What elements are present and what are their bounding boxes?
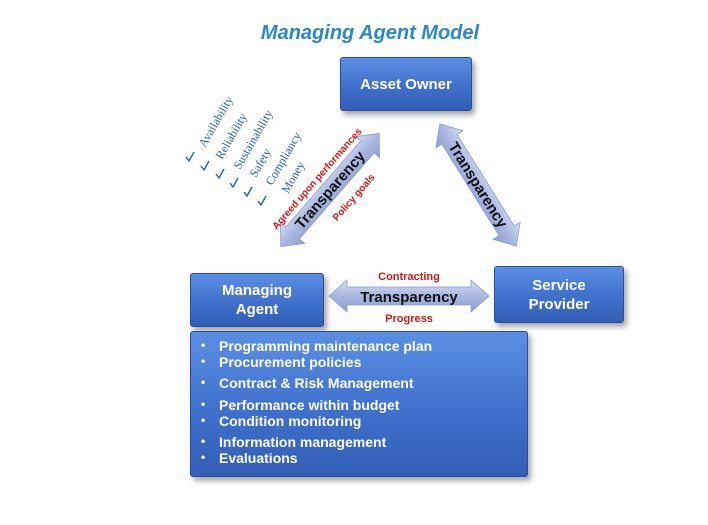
checkmark-icon bbox=[185, 151, 195, 163]
service-provider-node: Service Provider bbox=[494, 266, 624, 323]
list-item: Programming maintenance plan bbox=[201, 338, 432, 354]
agent-tasks-panel: Programming maintenance plan Procurement… bbox=[190, 331, 528, 477]
right-transparency-arrow: Transparency bbox=[435, 123, 521, 247]
list-item: Contract & Risk Management bbox=[201, 375, 432, 391]
bottom-arrow-bottom-note: Progress bbox=[385, 313, 433, 325]
list-item: Condition monitoring bbox=[201, 413, 432, 429]
managing-agent-label-line1: Managing bbox=[222, 282, 292, 299]
asset-owner-node: Asset Owner bbox=[340, 57, 472, 111]
checkmark-icon bbox=[200, 160, 210, 172]
managing-agent-node: Managing Agent bbox=[190, 273, 324, 327]
service-provider-label-line1: Service bbox=[532, 276, 586, 294]
checkmark-icon bbox=[229, 177, 239, 189]
list-item: Procurement policies bbox=[201, 354, 432, 370]
managing-agent-label-line2: Agent bbox=[235, 301, 279, 318]
asset-owner-label: Asset Owner bbox=[360, 75, 452, 93]
agent-tasks-list: Programming maintenance plan Procurement… bbox=[191, 338, 432, 466]
bottom-transparency-arrow: Transparency Contracting Progress bbox=[328, 271, 490, 325]
checkmark-icon bbox=[243, 186, 253, 198]
list-item: Performance within budget bbox=[201, 397, 432, 413]
bottom-arrow-label: Transparency bbox=[360, 289, 458, 306]
criteria-checklist: Availability Reliability Sustainability … bbox=[185, 94, 308, 207]
list-item: Information management bbox=[201, 434, 432, 450]
right-arrow-label: Transparency bbox=[445, 139, 511, 231]
diagram-title: Managing Agent Model bbox=[260, 22, 480, 44]
checkmark-icon bbox=[257, 195, 267, 207]
service-provider-label-line2: Provider bbox=[528, 295, 590, 313]
list-item: Evaluations bbox=[201, 450, 432, 466]
bottom-arrow-top-note: Contracting bbox=[378, 271, 440, 283]
checkmark-icon bbox=[215, 168, 225, 180]
